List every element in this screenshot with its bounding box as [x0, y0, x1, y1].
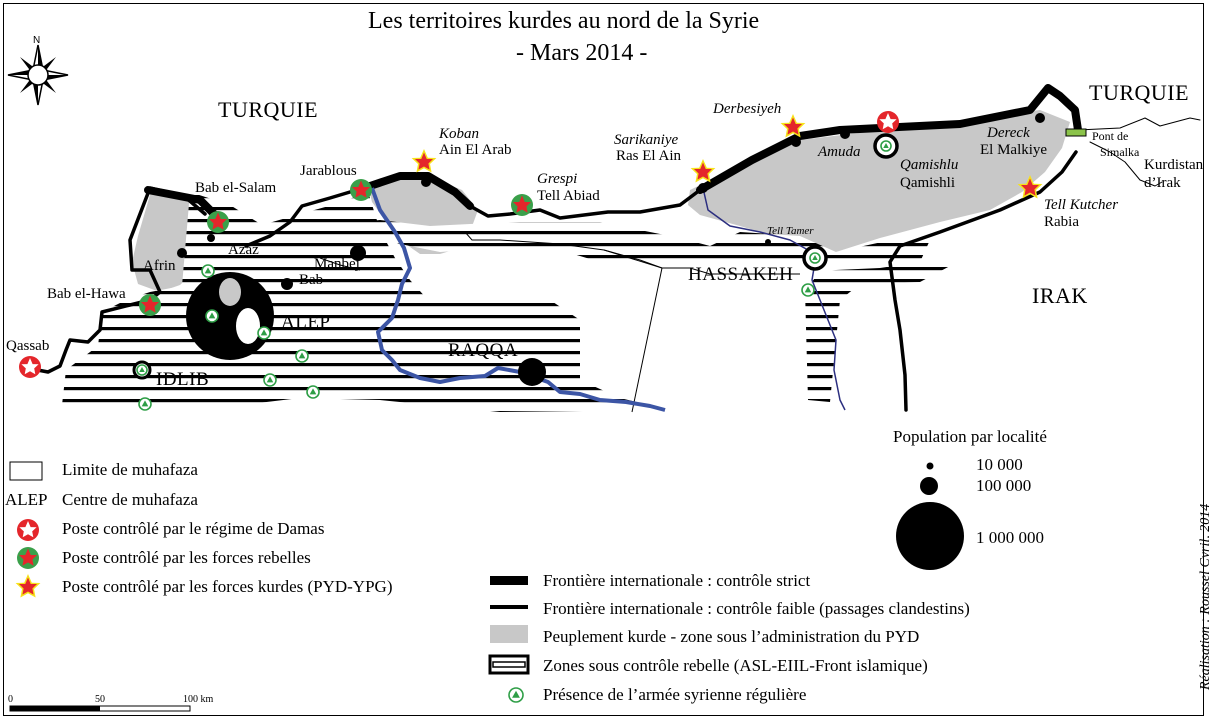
label-manbej: Manbej — [314, 256, 360, 272]
label-bab: Bab — [299, 272, 324, 288]
muhafaza-limits — [319, 231, 800, 413]
post-kurd-icon — [690, 159, 716, 183]
legend-kurd-star-icon — [15, 574, 41, 598]
population-title: Population par localité — [893, 427, 1047, 446]
scale-mid: 50 — [95, 694, 105, 705]
label-kurdistan: Kurdistan — [1144, 157, 1204, 173]
legend-rebel-zone: Zones sous contrôle rebelle (ASL-EIIL-Fr… — [543, 656, 928, 675]
rebel-zones — [62, 192, 950, 412]
map-subtitle: - Mars 2014 - — [516, 40, 648, 66]
army-icon — [306, 385, 320, 399]
label-amuda: Amuda — [818, 144, 861, 160]
label-turquie-west: TURQUIE — [218, 97, 319, 122]
label-alep: ALEP — [281, 312, 331, 333]
legend-regime-star-icon — [17, 519, 39, 541]
post-rebel-icon — [139, 294, 161, 316]
scale-end: 100 km — [183, 694, 214, 705]
label-tell-abiad: Tell Abiad — [537, 188, 600, 204]
label-azaz: Azaz — [228, 242, 259, 258]
legend-rebel-star-icon — [17, 547, 39, 569]
label-koban: Koban — [439, 126, 480, 142]
map-credit: Réalisation : Roussel Cyril, 2014 — [1198, 503, 1209, 690]
label-hassakeh: HASSAKEH — [688, 264, 794, 285]
army-icon — [801, 283, 815, 297]
label-kurdistan-irak: d’Irak — [1144, 175, 1181, 191]
label-idlib: IDLIB — [156, 369, 210, 390]
label-grespi: Grespi — [537, 171, 578, 187]
legend-muhafaza-limit: Limite de muhafaza — [62, 460, 198, 479]
legend-rebel-post: Poste contrôlé par les forces rebelles — [62, 548, 311, 567]
label-simalka: Simalka — [1100, 145, 1140, 159]
army-icon — [295, 349, 309, 363]
simalka-bridge-icon — [1065, 128, 1087, 137]
label-el-malkiye: El Malkiye — [980, 142, 1048, 158]
label-afrin: Afrin — [143, 258, 176, 274]
label-ras-el-ain: Ras El Ain — [616, 148, 682, 164]
army-icon — [880, 140, 892, 152]
label-qamishlu: Qamishlu — [900, 157, 959, 173]
label-sarikaniye: Sarikaniye — [614, 132, 679, 148]
population-large: 1 000 000 — [976, 528, 1044, 547]
army-icon — [263, 373, 277, 387]
label-tell-kutcher: Tell Kutcher — [1044, 197, 1119, 213]
label-qamishli: Qamishli — [900, 175, 955, 191]
label-pont-de: Pont de — [1092, 129, 1129, 143]
legend-weak-border: Frontière internationale : contrôle faib… — [543, 599, 970, 618]
aleppo-city-symbol — [186, 272, 274, 360]
legend-army-icon — [508, 687, 524, 703]
legend-centre-abbr: ALEP — [5, 490, 48, 509]
label-dereck: Dereck — [987, 125, 1030, 141]
scale-zero: 0 — [8, 694, 13, 705]
post-rebel-icon — [511, 194, 533, 216]
army-icon — [201, 264, 215, 278]
population-small: 10 000 — [976, 455, 1023, 474]
label-turquie-east: TURQUIE — [1089, 80, 1190, 105]
army-icon — [136, 364, 148, 376]
legend-symbols — [9, 461, 964, 675]
town-dots — [177, 113, 1045, 386]
army-icon — [809, 252, 821, 264]
post-kurd-icon — [1017, 175, 1043, 199]
army-icon — [257, 326, 271, 340]
label-bab-el-salam: Bab el-Salam — [195, 180, 277, 196]
label-qassab: Qassab — [6, 338, 50, 354]
label-tell-tamer: Tell Tamer — [767, 225, 814, 237]
post-kurd-icon — [780, 114, 806, 138]
label-irak: IRAK — [1032, 283, 1088, 308]
post-rebel-icon — [350, 179, 372, 201]
legend-centre: Centre de muhafaza — [62, 490, 198, 509]
compass-icon — [7, 44, 69, 106]
legend-strict-border: Frontière internationale : contrôle stri… — [543, 571, 811, 590]
compass-north-label: N — [33, 35, 41, 46]
post-kurd-icon — [411, 149, 437, 173]
map-title: Les territoires kurdes au nord de la Syr… — [368, 8, 760, 34]
label-bab-el-hawa: Bab el-Hawa — [47, 286, 126, 302]
population-medium: 100 000 — [976, 476, 1032, 495]
label-rabia: Rabia — [1044, 214, 1079, 230]
legend-kurd-post: Poste contrôlé par les forces kurdes (PY… — [62, 577, 393, 596]
post-rebel-icon — [207, 211, 229, 233]
label-derbesiyeh: Derbesiyeh — [713, 101, 782, 117]
army-presence-icons — [136, 140, 892, 411]
scale-bar — [9, 705, 191, 712]
legend-kurd-zone: Peuplement kurde - zone sous l’administr… — [543, 627, 920, 646]
army-icon — [138, 397, 152, 411]
label-ain-el-arab: Ain El Arab — [439, 142, 512, 158]
post-regime-icon — [19, 356, 41, 378]
label-jarablous: Jarablous — [300, 163, 357, 179]
legend-regime-post: Poste contrôlé par le régime de Damas — [62, 519, 325, 538]
label-raqqa: RAQQA — [448, 340, 519, 361]
post-regime-icon — [877, 111, 899, 133]
legend-army: Présence de l’armée syrienne régulière — [543, 685, 807, 704]
legend-star-icons — [15, 519, 524, 703]
post-markers — [19, 111, 1043, 378]
army-icon — [205, 309, 219, 323]
rivers — [370, 187, 846, 412]
